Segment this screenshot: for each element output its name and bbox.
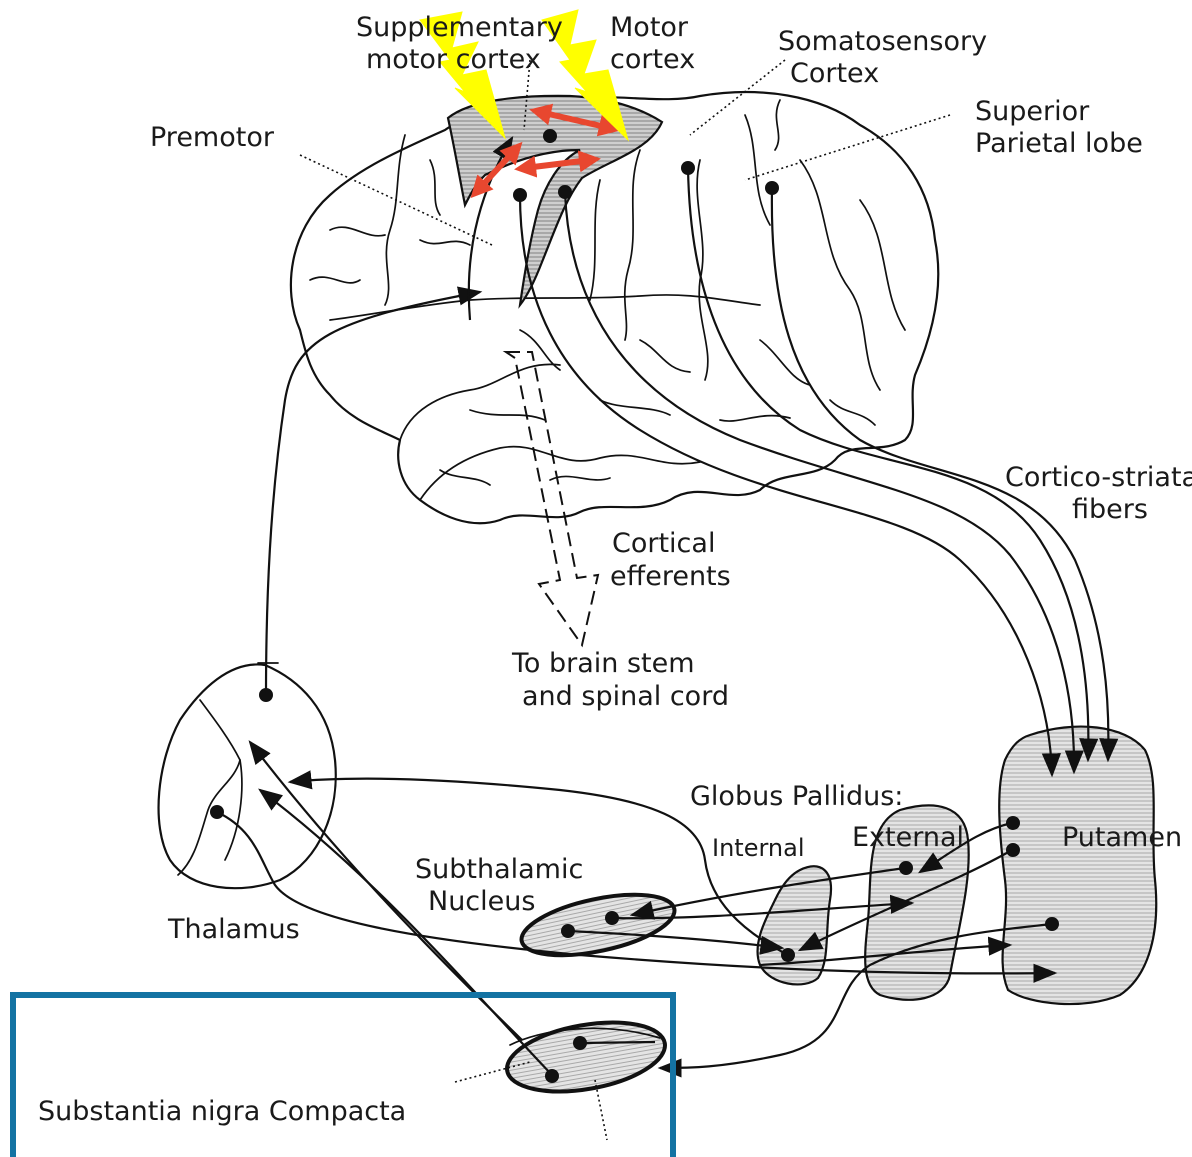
neuron (1006, 816, 1020, 830)
neuron (605, 911, 619, 925)
substantia-nigra (502, 1012, 671, 1103)
label-premotor: Premotor (150, 122, 275, 153)
brain-cortex (291, 92, 938, 523)
label-internal: Internal (712, 834, 805, 862)
label-subthalamic-2: Nucleus (428, 886, 535, 917)
neuron (561, 924, 575, 938)
subthalamic-nucleus (516, 883, 679, 966)
neuron (1045, 917, 1059, 931)
neuron (558, 185, 572, 199)
neuron (545, 1069, 559, 1083)
neuron (210, 805, 224, 819)
label-cortico-striatal-1: Cortico-striatal (1005, 462, 1192, 493)
label-thalamus: Thalamus (167, 914, 300, 945)
cortical-efferents-arrow (506, 352, 598, 645)
neuron (543, 129, 557, 143)
thalamus (159, 664, 336, 888)
thalamo-cortical-projection (266, 292, 480, 695)
somatosensory-pointer (690, 60, 785, 135)
neuron (259, 688, 273, 702)
neuron (513, 188, 527, 202)
label-motor-1: Motor (610, 12, 689, 43)
label-motor-2: cortex (610, 44, 695, 75)
neuron (765, 181, 779, 195)
neuron (899, 861, 913, 875)
label-supplementary-motor-1: Supplementary (356, 12, 563, 43)
snc-internal (580, 1042, 655, 1043)
label-superior-parietal-2: Parietal lobe (975, 128, 1143, 159)
motor-cortex-area (448, 96, 662, 305)
label-globus-pallidus: Globus Pallidus: (690, 781, 903, 812)
neuron (1006, 843, 1020, 857)
label-substantia-nigra: Substantia nigra Compacta (38, 1096, 406, 1127)
label-superior-parietal-1: Superior (975, 96, 1090, 127)
neuron (781, 948, 795, 962)
label-brain-stem-2: and spinal cord (522, 681, 729, 712)
label-brain-stem-1: To brain stem (511, 648, 695, 679)
label-external: External (852, 822, 964, 853)
label-subthalamic-1: Subthalamic (415, 854, 583, 885)
pathways (217, 60, 1108, 1140)
putamen (999, 727, 1156, 1004)
label-cortico-striatal-2: fibers (1072, 494, 1148, 525)
neuron (681, 161, 695, 175)
neuron (573, 1036, 587, 1050)
label-cortical-efferents-2: efferents (610, 561, 731, 592)
label-somatosensory-1: Somatosensory (778, 26, 987, 57)
label-putamen: Putamen (1062, 822, 1182, 853)
label-supplementary-motor-2: motor cortex (366, 44, 541, 75)
label-cortical-efferents-1: Cortical (612, 528, 715, 559)
label-somatosensory-2: Cortex (790, 58, 879, 89)
